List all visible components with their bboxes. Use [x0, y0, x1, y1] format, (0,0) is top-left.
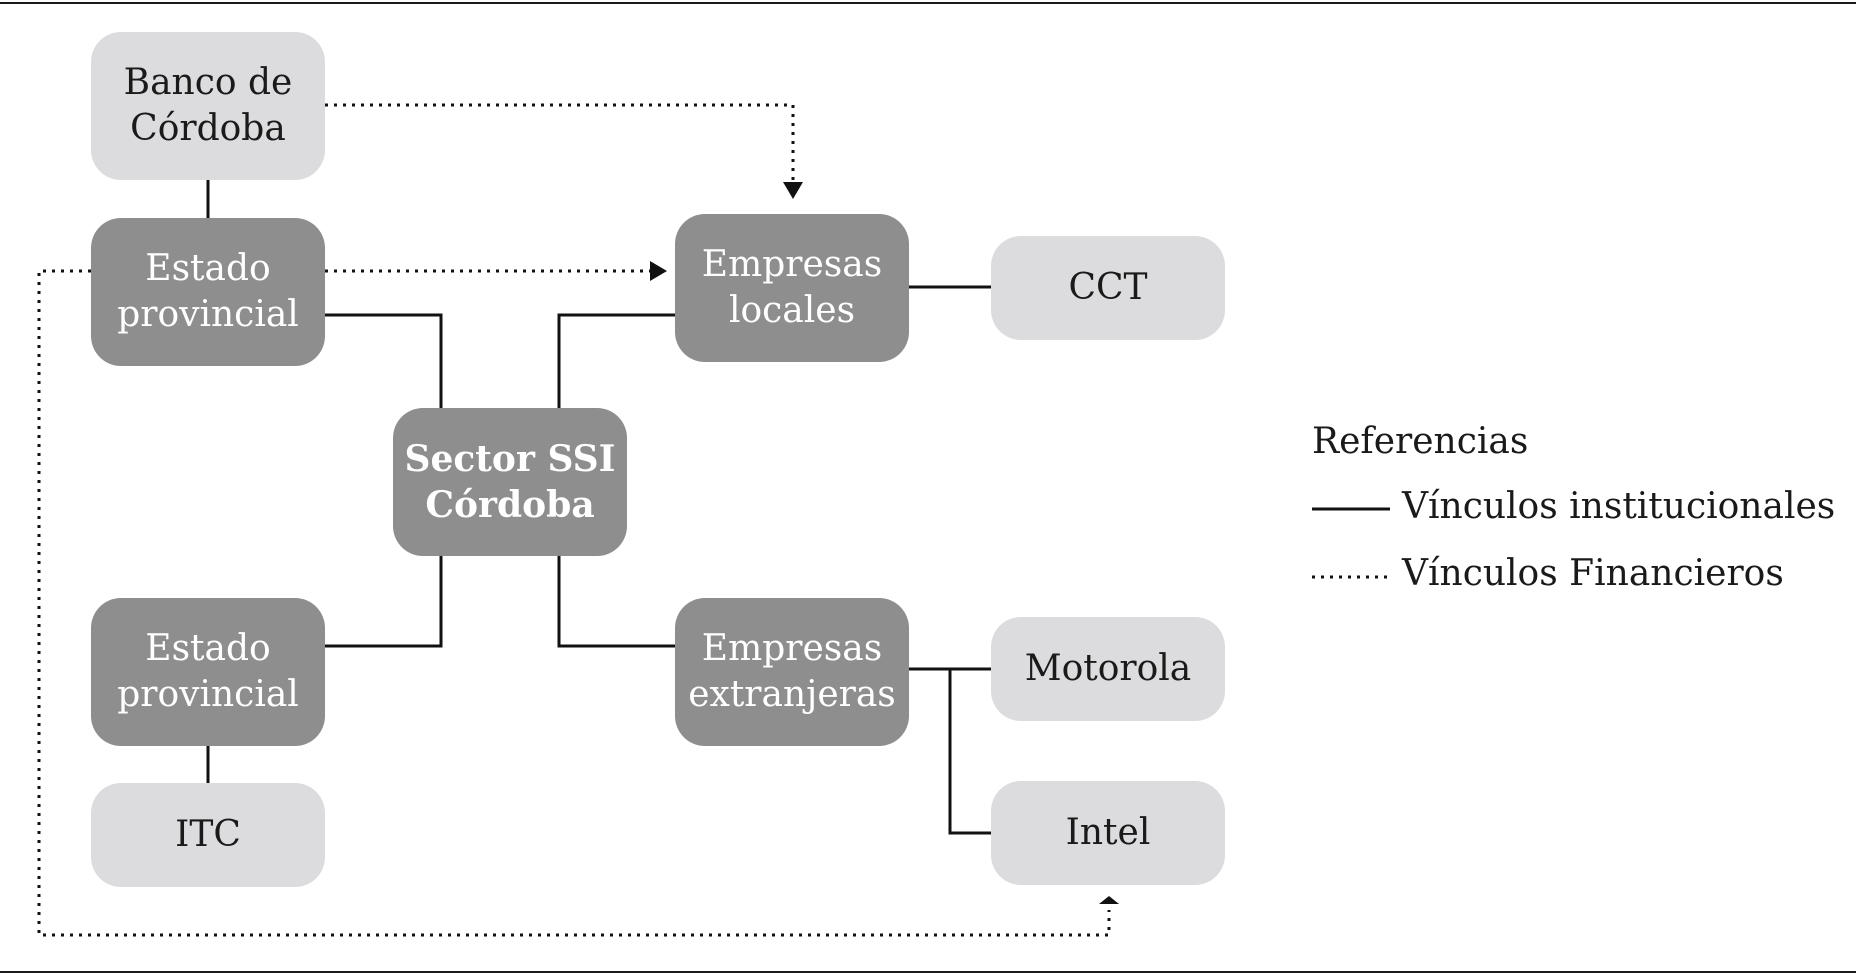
node-extranj-line2: extranjeras	[688, 674, 896, 715]
node-intel: Intel	[991, 781, 1225, 885]
node-estado1-line1: Estado	[145, 248, 271, 289]
node-estado-provincial-bottom: Estado provincial	[91, 598, 325, 746]
arrowhead-up-intel	[1099, 896, 1119, 904]
legend-solid-label: Vínculos institucionales	[1402, 486, 1836, 527]
link-sector-locales	[557, 313, 675, 408]
node-estado2-line2: provincial	[117, 674, 299, 715]
link-extranj-intel	[948, 669, 991, 835]
node-estado2-line1: Estado	[145, 628, 271, 669]
node-itc: ITC	[91, 783, 325, 887]
node-cct: CCT	[991, 236, 1225, 340]
node-locales-line2: locales	[728, 290, 856, 331]
node-locales-line1: Empresas	[701, 244, 883, 285]
arrowhead-down-locales	[783, 182, 803, 199]
node-empresas-locales: Empresas locales	[675, 214, 909, 362]
node-intel-label: Intel	[1065, 812, 1151, 853]
node-banco-de-cordoba: Banco de Córdoba	[91, 32, 325, 180]
node-extranj-line1: Empresas	[701, 628, 883, 669]
link-sector-estado2	[325, 556, 443, 648]
legend-title: Referencias	[1312, 421, 1529, 462]
node-sector-line1: Sector SSI	[404, 438, 616, 480]
node-motorola: Motorola	[991, 617, 1225, 721]
node-empresas-extranjeras: Empresas extranjeras	[675, 598, 909, 746]
bottom-rule	[0, 971, 1856, 973]
top-rule	[0, 2, 1856, 4]
finlink-banco-locales	[325, 103, 795, 184]
node-cct-label: CCT	[1068, 267, 1148, 308]
arrowhead-right-locales	[650, 261, 667, 281]
node-motorola-label: Motorola	[1024, 648, 1192, 689]
node-estado1-line2: provincial	[117, 294, 299, 335]
legend-dotted-label: Vínculos Financieros	[1402, 553, 1784, 594]
node-banco-line2: Córdoba	[130, 108, 286, 149]
node-sector-line2: Córdoba	[425, 484, 595, 526]
link-sector-extranj	[557, 556, 675, 648]
node-itc-label: ITC	[175, 814, 241, 855]
node-estado-provincial-top: Estado provincial	[91, 218, 325, 366]
link-estado1-sector	[325, 313, 443, 408]
node-banco-line1: Banco de	[123, 62, 293, 103]
